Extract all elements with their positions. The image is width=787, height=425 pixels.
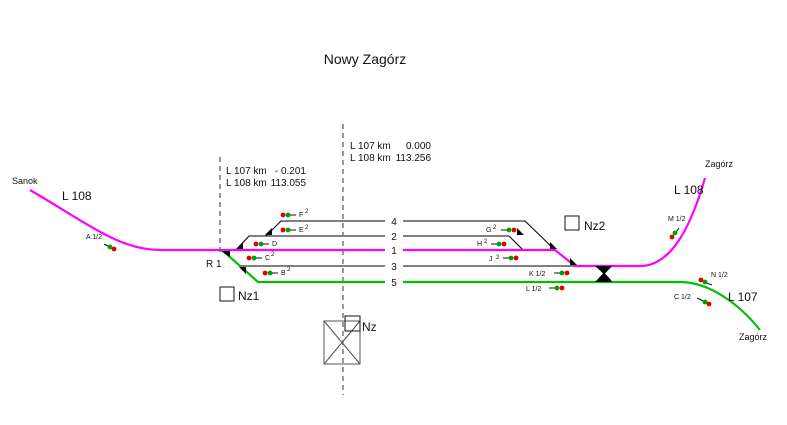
signal-n[interactable] [698,277,713,286]
signal-f-sup: 2 [305,209,309,215]
signal-e[interactable] [280,227,296,233]
signal-c12-label: C 1/2 [674,294,691,301]
signal-b-sup: 2 [287,267,291,273]
signal-k-label: K 1/2 [529,271,545,278]
switch-j [570,258,577,265]
km-2-val2: 113.256 [396,153,432,164]
signal-d-label: D [272,241,277,248]
track-number-1: 1 [391,246,397,257]
signal-n-label: N 1/2 [711,272,728,279]
signal-j[interactable] [503,255,519,261]
signal-c12[interactable] [696,297,712,307]
signal-c-label: C [265,255,270,262]
signal-c[interactable] [246,255,262,261]
km-1-line2: L 108 km [226,178,267,189]
track-number-2: 2 [391,232,397,243]
switch-b [239,267,246,274]
line-label-108-east: L 108 [674,183,704,197]
signal-box-nz2-label: Nz2 [584,219,606,233]
km-1-val2: 113.055 [271,178,307,189]
line-label-107-east: L 107 [728,290,758,304]
signal-f[interactable] [280,212,296,218]
signal-b-label: B [281,270,286,277]
km-1-val1: - 0.201 [275,166,307,177]
track-number-5: 5 [391,278,397,289]
signal-box-nz[interactable] [344,315,361,332]
dest-sanok: Sanok [12,176,38,186]
switch-d [236,242,243,249]
signal-l-label: L 1/2 [526,286,541,293]
line-108-track-1 [29,177,707,268]
track-number-4: 4 [391,217,397,228]
signal-j-sup: 2 [496,255,500,261]
switch-g [550,242,557,249]
signal-b[interactable] [262,270,278,276]
switch-label-r1: R 1 [206,259,222,270]
signal-j-label: J [489,256,493,263]
signal-h[interactable] [491,241,507,247]
signal-a-label: A 1/2 [86,234,102,241]
switch-e [265,228,272,235]
crossover-bottom [595,274,612,282]
turnout-h-link [508,235,524,251]
signal-box-nz1-label: Nz1 [238,289,260,303]
signal-l[interactable] [549,285,565,291]
signal-g-sup: 2 [493,225,497,231]
line-label-108-west: L 108 [62,189,92,203]
signal-h-label: H [477,241,482,248]
signal-e-sup: 2 [305,225,309,231]
signal-e-label: E [299,227,304,234]
switch-r1 [221,251,230,257]
station-building[interactable] [323,320,361,365]
signal-g-label: G [486,227,491,234]
dest-zagorz-108: Zagórz [705,159,734,169]
signal-k[interactable] [554,270,570,276]
signal-a[interactable] [103,243,117,252]
dest-zagorz-107: Zagórz [739,332,768,342]
signal-d[interactable] [253,241,269,247]
line-107-track-5 [221,249,761,331]
station-title: Nowy Zagórz [324,51,406,67]
signal-f-label: F [299,212,303,219]
crossover-link-2 [596,265,612,282]
signal-box-nz-label: Nz [362,320,377,334]
switch-h [517,228,524,235]
km-1-line1: L 107 km [226,166,267,177]
signal-box-nz1[interactable] [219,286,235,302]
signal-h-sup: 2 [484,239,488,245]
signal-m[interactable] [669,227,680,240]
signal-g[interactable] [501,227,517,233]
track-number-3: 3 [391,262,397,273]
km-2-line1: L 107 km [350,141,391,152]
signal-c-sup: 2 [271,252,275,258]
km-2-val1: 0.000 [406,141,431,152]
signal-m-label: M 1/2 [668,216,686,223]
km-2-line2: L 108 km [350,153,391,164]
signal-box-nz2[interactable] [564,215,580,231]
